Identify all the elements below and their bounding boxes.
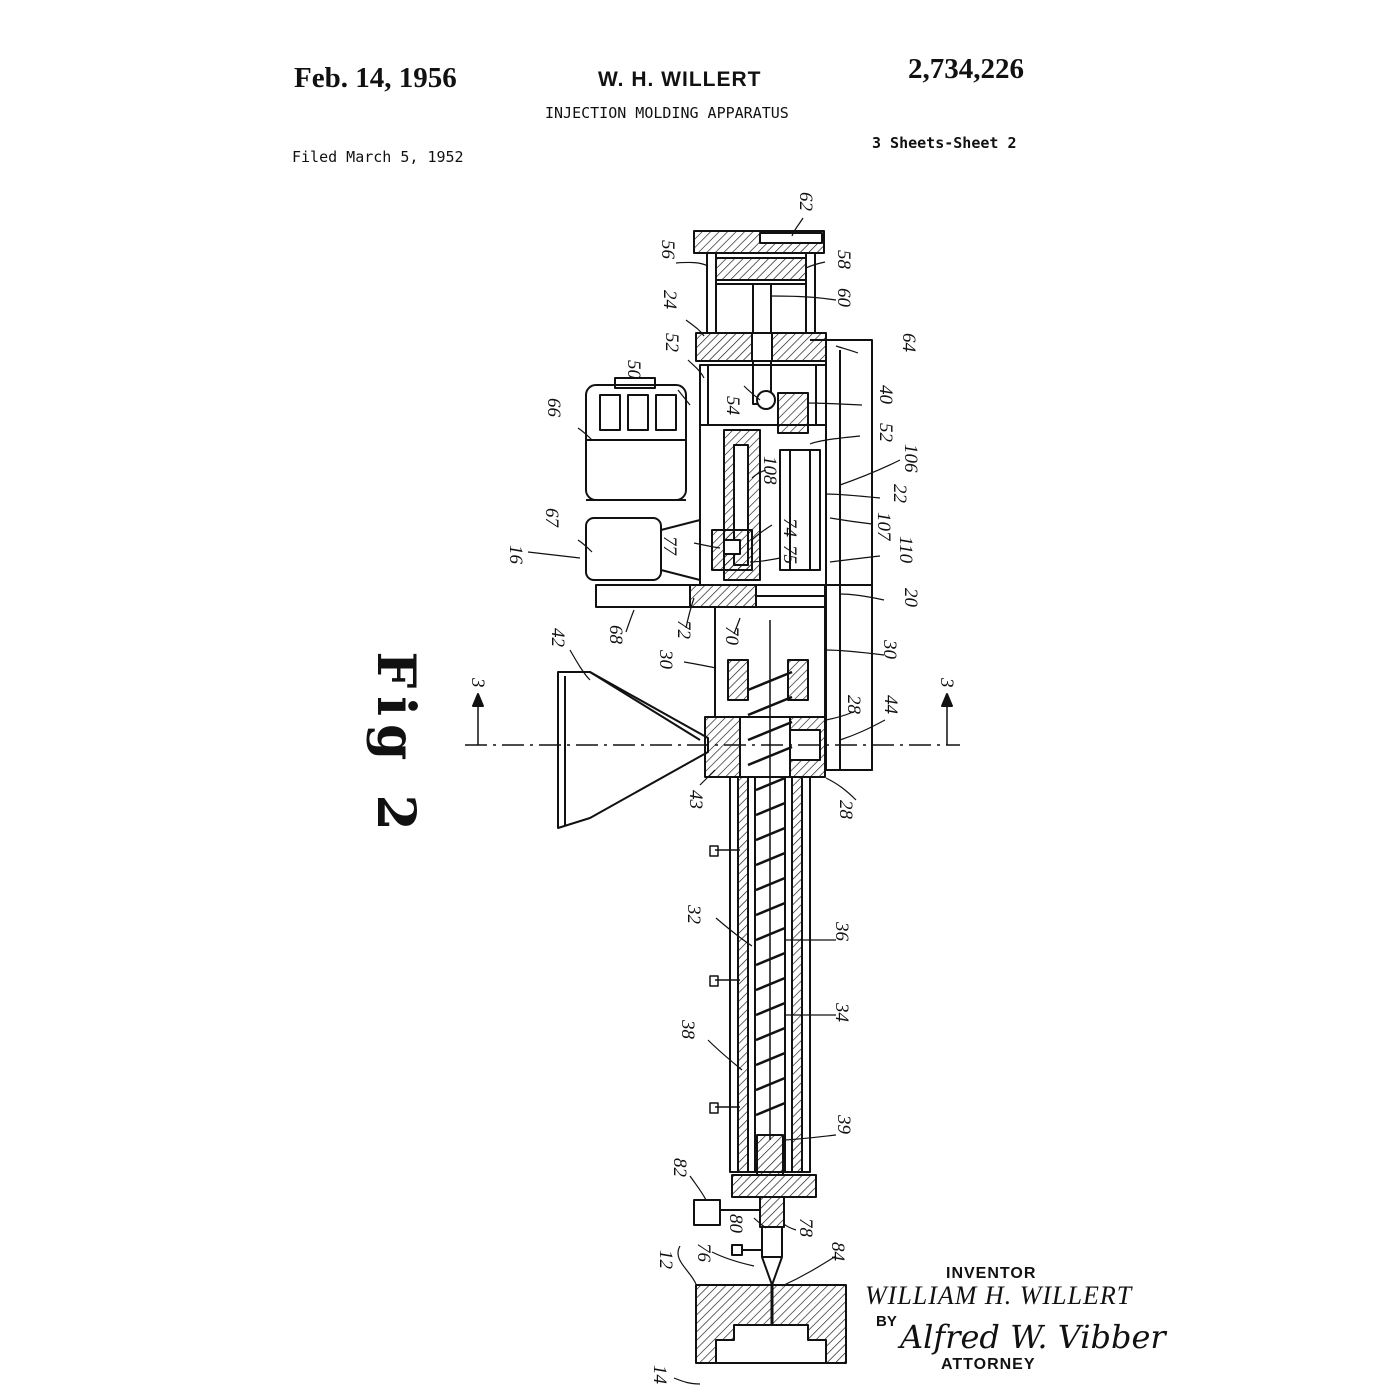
thermocouple-probes: [709, 845, 740, 1114]
ref-30-right: 30: [879, 639, 900, 660]
ref-28-top: 28: [843, 695, 864, 715]
ref-76: 76: [693, 1243, 714, 1263]
valve-box: [693, 1199, 721, 1226]
ref-40: 40: [875, 385, 896, 405]
ref-14: 14: [649, 1365, 670, 1385]
ref-58: 58: [833, 250, 854, 270]
ref-66: 66: [543, 398, 564, 418]
reference-numerals: 62 56 58 24 60 52 64 50 54 40 66 52 106 …: [505, 192, 921, 1385]
figure-label: Fig 2: [365, 651, 426, 838]
ref-75: 75: [779, 545, 800, 564]
ref-67: 67: [541, 508, 562, 529]
ref-22: 22: [889, 484, 910, 504]
ref-32: 32: [683, 904, 704, 925]
patent-number: 2,734,226: [908, 53, 1024, 85]
by-label: BY: [876, 1313, 897, 1330]
ref-52: 52: [875, 423, 896, 443]
ref-56: 56: [657, 240, 678, 260]
section-mark-left: 3: [467, 677, 488, 688]
ref-60: 60: [833, 288, 854, 308]
inventor-heading: W. H. WILLERT: [598, 68, 762, 91]
ref-34: 34: [831, 1002, 852, 1023]
ref-42: 42: [547, 628, 568, 648]
section-mark-right: 3: [936, 677, 957, 688]
patent-title: INJECTION MOLDING APPARATUS: [545, 104, 789, 122]
filed-date: Filed March 5, 1952: [292, 148, 464, 166]
attorney-signature: Alfred W. Vibber: [900, 1318, 1166, 1356]
ref-43: 43: [685, 790, 706, 809]
ref-107: 107: [873, 512, 894, 542]
sheet-count: 3 Sheets-Sheet 2: [872, 134, 1017, 152]
ref-84: 84: [827, 1242, 848, 1262]
inventor-label: INVENTOR: [946, 1265, 1037, 1282]
ref-38: 38: [677, 1019, 698, 1040]
ref-108: 108: [759, 456, 780, 485]
ref-70: 70: [721, 626, 742, 646]
gearbox: [585, 517, 662, 581]
ref-39: 39: [833, 1114, 854, 1135]
ref-74: 74: [779, 518, 800, 538]
ref-78: 78: [795, 1218, 816, 1238]
ref-12: 12: [655, 1250, 676, 1270]
attorney-label: ATTORNEY: [941, 1356, 1036, 1373]
ref-20: 20: [900, 588, 921, 608]
screw-flights: [747, 670, 793, 1117]
ref-77: 77: [659, 536, 680, 557]
ref-82: 82: [669, 1158, 690, 1178]
ref-68: 68: [605, 625, 626, 645]
ref-62: 62: [795, 192, 816, 212]
ref-106: 106: [900, 444, 921, 473]
ref-36: 36: [831, 921, 852, 942]
ref-50: 50: [623, 360, 644, 380]
ref-52-top: 52: [661, 333, 682, 353]
ref-44: 44: [880, 695, 901, 715]
ref-54: 54: [722, 396, 743, 416]
ref-28-bottom: 28: [835, 800, 856, 820]
ref-64: 64: [898, 333, 919, 353]
ref-110: 110: [895, 536, 916, 564]
screw-tip: [756, 1134, 784, 1176]
ref-80: 80: [725, 1214, 746, 1234]
ref-16: 16: [505, 545, 526, 565]
patent-date: Feb. 14, 1956: [294, 62, 457, 94]
drive-body: [699, 424, 827, 586]
ref-24: 24: [659, 290, 680, 310]
ref-72: 72: [673, 620, 694, 640]
ref-30-left: 30: [655, 649, 676, 670]
nozzle-flange: [731, 1174, 817, 1198]
inventor-signature-name: WILLIAM H. WILLERT: [865, 1281, 1133, 1310]
